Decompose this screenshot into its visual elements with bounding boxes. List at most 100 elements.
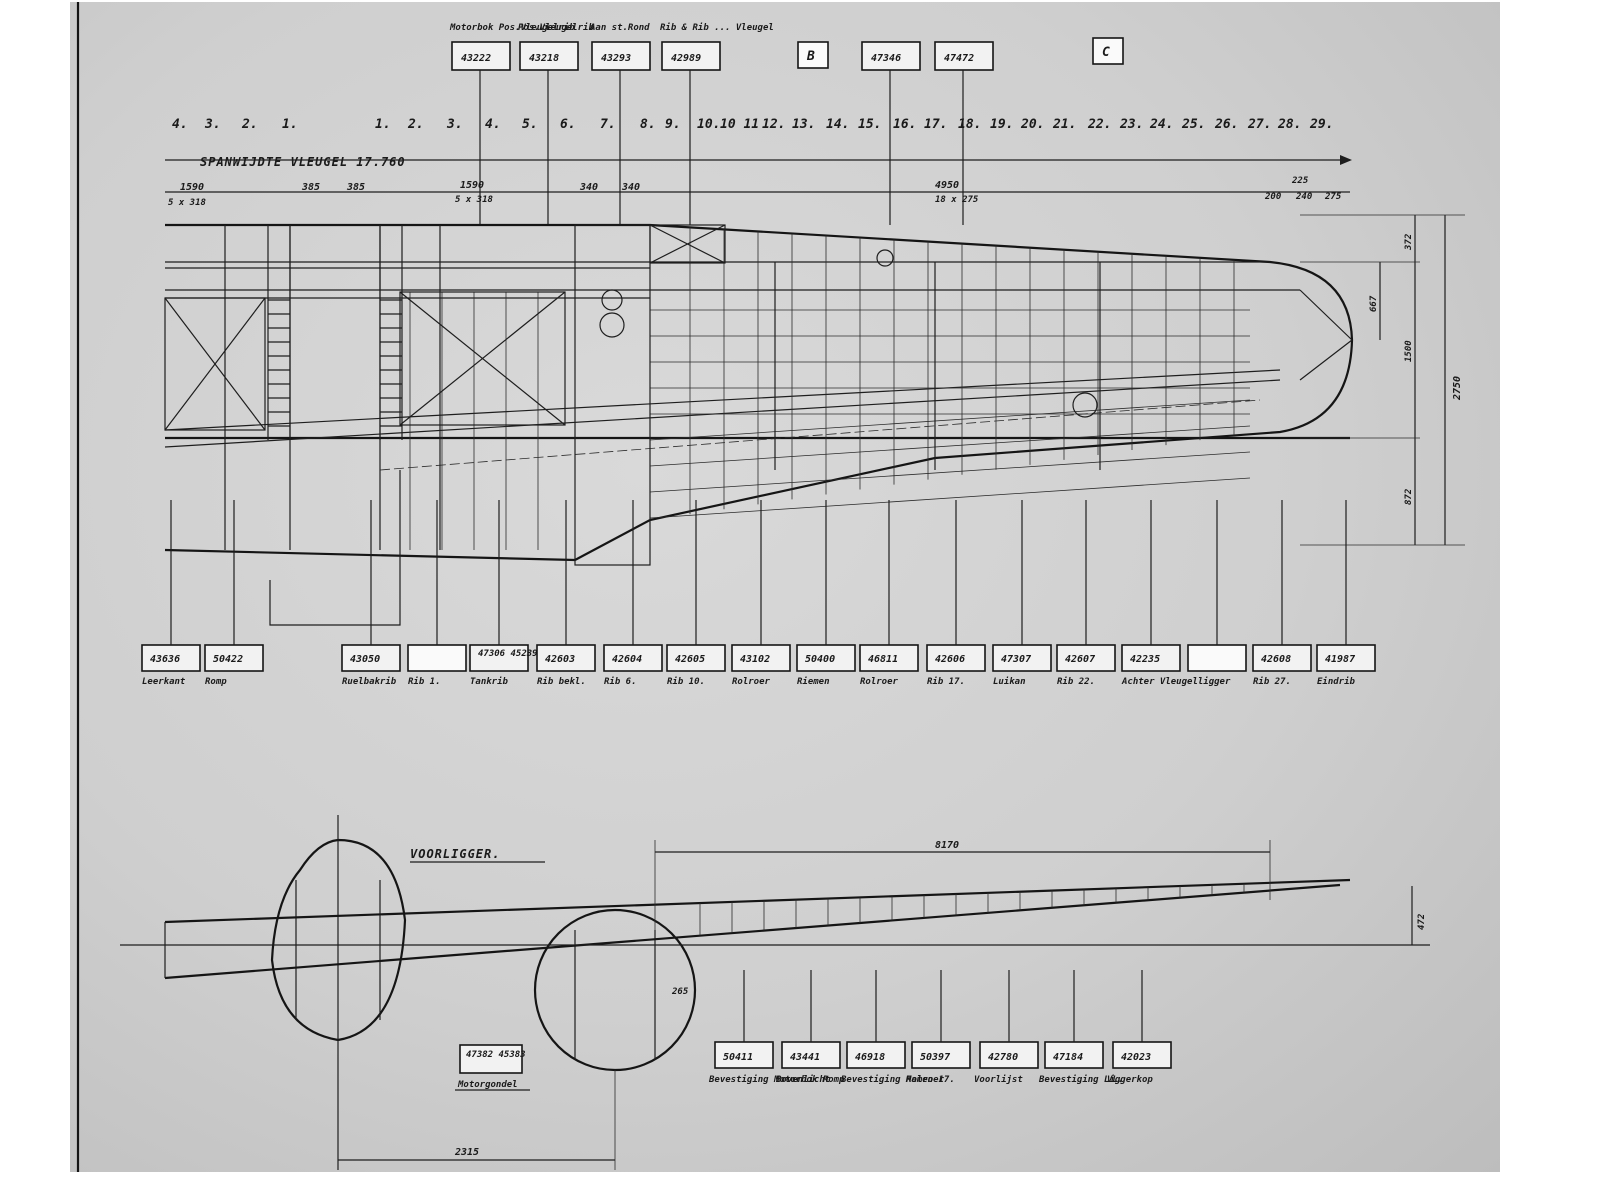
wing-outline	[164, 223, 1354, 562]
dim-667: 667	[1369, 295, 1379, 312]
rib-number-25: 22.	[1087, 117, 1111, 132]
lower-box-num-0: 50411	[723, 1052, 753, 1063]
rib-number-27: 24.	[1149, 117, 1173, 132]
bottom-box-8	[731, 644, 791, 672]
dim-2750: 2750	[1452, 376, 1463, 401]
dim-5x318-a: 5 x 318	[168, 198, 206, 208]
top-box-3	[661, 41, 721, 71]
lower-box-0	[714, 1041, 774, 1069]
voorligger-title: VOORLIGGER.	[410, 847, 500, 861]
rib-number-5: 2.	[407, 117, 424, 132]
bottom-box-1	[204, 644, 264, 672]
rib-number-12: 9.	[665, 117, 681, 132]
rib-number-21: 18.	[958, 117, 981, 132]
dim-265: 265	[671, 987, 689, 997]
lower-box-label-2: Bevestiging Rolroer	[840, 1074, 945, 1085]
dim-275: 275	[1324, 192, 1342, 202]
dim-8170: 8170	[935, 840, 959, 851]
dim-340-a: 340	[579, 182, 598, 193]
rib-number-28: 25.	[1181, 117, 1205, 132]
lower-box-label-5: Bevestiging Liggerkop	[1038, 1074, 1153, 1085]
top-box-num-2: 43293	[601, 53, 631, 64]
top-box-label-1: Pos.Vleugelrib	[518, 22, 594, 33]
motorgondel-label: Motorgondel	[457, 1080, 518, 1090]
dim-18x275: 18 x 275	[935, 195, 979, 205]
dim-2315: 2315	[454, 1147, 479, 1158]
bottom-box-num-12: 47307	[1001, 654, 1031, 665]
rib-number-23: 20.	[1020, 117, 1044, 132]
bottom-box-label-1: Romp	[205, 677, 227, 687]
box-motorgondel	[459, 1044, 523, 1074]
rib-number-14: 10 11	[720, 117, 759, 132]
bottom-box-label-0: Leerkant	[142, 677, 186, 687]
rib-number-15: 12.	[762, 117, 785, 132]
rib-number-0: 4.	[172, 117, 188, 132]
dim-5x318-b: 5 x 318	[455, 195, 493, 205]
bottom-box-label-2: Ruelbakrib	[342, 676, 397, 687]
bottom-box-label-10: Rolroer	[860, 677, 899, 687]
rib-number-7: 4.	[485, 117, 501, 132]
lower-box-label-6: VL.	[1107, 1075, 1123, 1085]
span-title: SPANWIJDTE VLEUGEL 17.760	[200, 155, 406, 169]
dim-4950: 4950	[935, 180, 959, 191]
top-box-label-2: Aan st.Rond	[589, 23, 650, 33]
bottom-box-num-0: 43636	[150, 654, 180, 665]
dim-372: 372	[1404, 234, 1414, 251]
bottom-box-7	[666, 644, 726, 672]
dim-385-a: 385	[301, 182, 320, 193]
lower-box-num-6: 42023	[1121, 1052, 1151, 1063]
top-box-num-4: 47346	[871, 53, 901, 64]
rib-number-2: 2.	[241, 117, 258, 132]
bottom-box-label-7: Rib 10.	[667, 676, 705, 687]
top-box-2	[591, 41, 651, 71]
bottom-box-label-13: Rib 22.	[1057, 676, 1095, 687]
bottom-box-3	[407, 644, 467, 672]
rib-number-10: 7.	[600, 117, 616, 132]
rib-number-26: 23.	[1119, 117, 1143, 132]
top-box-0	[451, 41, 511, 71]
rib-number-8: 5.	[522, 117, 538, 132]
bottom-box-9	[796, 644, 856, 672]
dim-225: 225	[1291, 176, 1309, 186]
bottom-box-num-6: 42604	[612, 654, 642, 665]
dim-200: 200	[1264, 192, 1282, 202]
bottom-box-num-10: 46811	[868, 654, 898, 665]
dim-1500: 1500	[1404, 340, 1414, 362]
rib-number-4: 1.	[375, 117, 391, 132]
bottom-box-num-11: 42606	[935, 654, 965, 665]
bottom-box-label-12: Luikan	[993, 676, 1026, 687]
dim-872: 872	[1404, 489, 1414, 505]
lower-box-num-3: 50397	[920, 1052, 950, 1063]
top-box-label-3: Rib & Rib ... Vleugel	[660, 22, 774, 33]
dim-1590-b: 1590	[460, 180, 484, 191]
bottom-box-num-8: 43102	[740, 654, 770, 665]
lower-box-6	[1112, 1041, 1172, 1069]
bottom-box-num-4: 47306 45239	[478, 649, 538, 659]
marker-c-box	[1092, 37, 1124, 65]
rib-number-1: 3.	[204, 117, 221, 132]
bottom-box-2	[341, 644, 401, 672]
bottom-box-label-3: Rib 1.	[408, 676, 441, 687]
rib-number-13: 10.	[697, 117, 720, 132]
bottom-box-label-17: Eindrib	[1317, 676, 1356, 687]
bottom-box-label-8: Rolroer	[732, 677, 771, 687]
rib-number-17: 14.	[826, 117, 849, 132]
lower-box-num-2: 46918	[855, 1052, 885, 1063]
bottom-box-num-1: 50422	[213, 654, 243, 665]
rib-number-32: 29.	[1309, 117, 1333, 132]
motorgondel-num: 47382 45383	[466, 1050, 526, 1060]
rib-number-20: 17.	[924, 117, 947, 132]
bottom-box-num-14: 42235	[1130, 654, 1160, 665]
marker-b: B	[806, 49, 815, 64]
bottom-box-label-16: Rib 27.	[1253, 676, 1291, 687]
top-box-num-5: 47472	[944, 53, 974, 64]
lower-box-num-5: 47184	[1053, 1052, 1083, 1063]
rib-number-3: 1.	[282, 117, 298, 132]
rib-number-9: 6.	[560, 117, 576, 132]
bottom-box-num-13: 42607	[1065, 654, 1095, 665]
top-box-num-0: 43222	[461, 53, 491, 64]
dim-240: 240	[1295, 192, 1313, 202]
